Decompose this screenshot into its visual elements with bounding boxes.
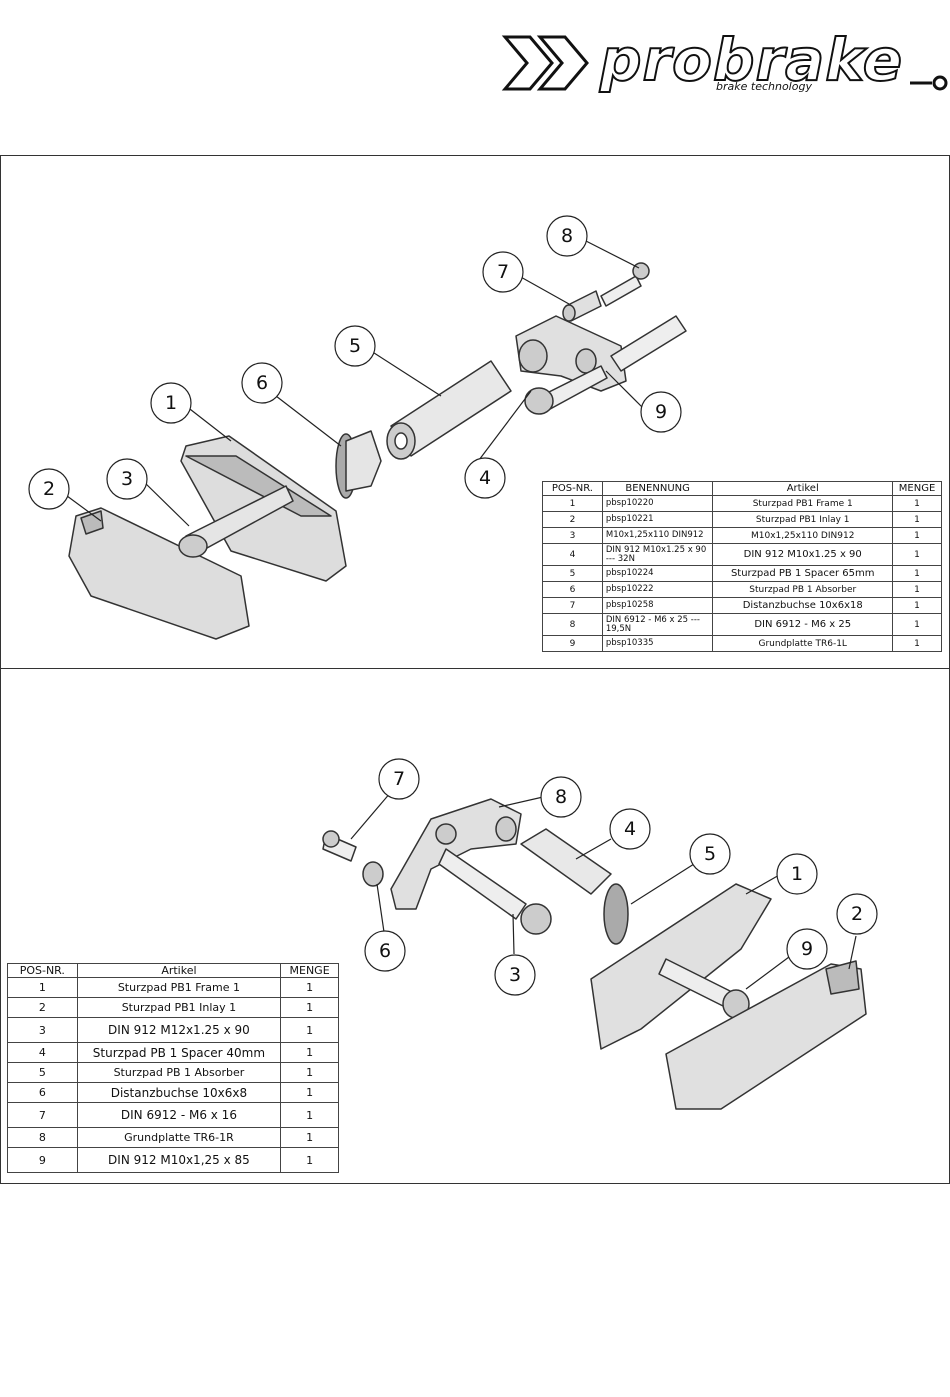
- header-artikel: Artikel: [712, 481, 894, 496]
- chevron-icon: [501, 35, 948, 91]
- header-menge: MENGE: [892, 481, 942, 496]
- callout-1: [150, 382, 192, 424]
- callout-8: [540, 776, 582, 818]
- callout-6-label: 6: [379, 940, 391, 962]
- right-assembly-panel: 1 2 3 4 5 6 7 8 9 POS-NR. Artikel MENGE …: [0, 668, 950, 1184]
- callout-1-label: 1: [791, 863, 803, 885]
- callout-5-label: 5: [704, 843, 716, 865]
- callout-4: [609, 808, 651, 850]
- header-artikel: Artikel: [76, 963, 282, 978]
- callout-6: [364, 930, 406, 972]
- callout-3-label: 3: [509, 964, 521, 986]
- brand-tagline: brake technology: [716, 80, 812, 93]
- callout-4-label: 4: [624, 818, 636, 840]
- callout-9: [640, 391, 682, 433]
- callout-6-label: 6: [256, 372, 268, 394]
- callout-5: [334, 325, 376, 367]
- spacer-part: [520, 828, 612, 895]
- header-pos: POS-NR.: [542, 481, 603, 496]
- callout-7-label: 7: [393, 768, 405, 790]
- callout-3: [494, 954, 536, 996]
- callout-1-label: 1: [165, 392, 177, 414]
- bolt-part: [438, 848, 527, 920]
- inlay-part: [68, 507, 250, 640]
- callout-3-label: 3: [121, 468, 133, 490]
- callout-1: [776, 853, 818, 895]
- callout-9: [786, 928, 828, 970]
- table-header-row: POS-NR. BENENNUNG Artikel MENGE: [542, 481, 942, 496]
- inlay-part: [665, 963, 867, 1110]
- callout-7-label: 7: [497, 261, 509, 283]
- callout-3: [106, 458, 148, 500]
- exploded-view-drawing: 1 2 3 4 5 6 7 8 9: [28, 215, 687, 640]
- brand-name: probrake: [599, 25, 904, 95]
- callout-7: [482, 251, 524, 293]
- callout-5: [689, 833, 731, 875]
- header-benennung: BENENNUNG: [601, 481, 714, 496]
- callout-2-label: 2: [43, 478, 55, 500]
- callout-8-label: 8: [561, 225, 573, 247]
- header-pos: POS-NR.: [7, 963, 78, 978]
- callout-7: [378, 758, 420, 800]
- callout-2-label: 2: [851, 903, 863, 925]
- bushing-part: [362, 861, 384, 887]
- callout-6: [241, 362, 283, 404]
- callout-5-label: 5: [349, 335, 361, 357]
- callout-9-label: 9: [801, 938, 813, 960]
- callout-4: [464, 457, 506, 499]
- callout-9-label: 9: [655, 401, 667, 423]
- callout-4-label: 4: [479, 467, 491, 489]
- callout-8: [546, 215, 588, 257]
- baseplate-part: [390, 798, 522, 910]
- screw-part: [600, 275, 642, 307]
- left-assembly-panel: 1 2 3 4 5 6 7 8 9 POS-NR. BENENNUNG Arti…: [0, 155, 950, 670]
- exploded-view-drawing: 1 2 3 4 5 6 7 8 9: [322, 758, 878, 1110]
- header-menge: MENGE: [280, 963, 339, 978]
- callout-2: [836, 893, 878, 935]
- callout-2: [28, 468, 70, 510]
- absorber-part: [603, 883, 629, 945]
- callout-8-label: 8: [555, 786, 567, 808]
- table-header-row: POS-NR. Artikel MENGE: [7, 963, 339, 978]
- brand-logo: probrake brake technology: [500, 25, 950, 105]
